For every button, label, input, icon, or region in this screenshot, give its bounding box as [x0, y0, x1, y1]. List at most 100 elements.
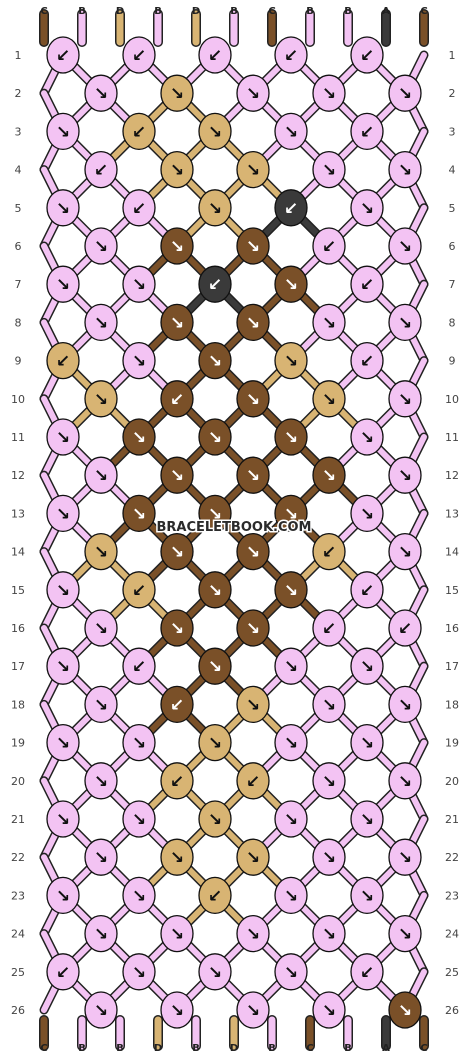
- knot-arrow-icon: ↘: [208, 199, 222, 219]
- knot-arrow-icon: ↘: [132, 886, 146, 906]
- knot-oval: [388, 532, 422, 571]
- row-number-right: 1: [449, 49, 456, 62]
- knot-oval: [350, 112, 384, 151]
- top-strand-letter: D: [192, 6, 200, 17]
- knot-arrow-icon: ↘: [132, 352, 146, 372]
- knot-arrow-icon: ↘: [284, 657, 298, 677]
- knot: ↘: [312, 303, 346, 342]
- knot: ↘: [350, 800, 384, 838]
- knot-arrow-icon: ↘: [170, 161, 184, 181]
- knot-oval: [350, 723, 384, 762]
- row-number-right: 21: [445, 813, 459, 826]
- knot: ↘: [122, 341, 156, 380]
- knot-arrow-icon: ↘: [56, 199, 70, 219]
- knot: ↙: [122, 571, 156, 609]
- knot-arrow-icon: ↘: [360, 428, 374, 448]
- knot-arrow-icon: ↘: [398, 1001, 412, 1021]
- bottom-strand-letter: D: [230, 1043, 238, 1054]
- bottom-strand-letter: A: [382, 1043, 390, 1054]
- knot-oval: [198, 418, 232, 456]
- knot: ↘: [46, 876, 80, 915]
- knot: ↘: [160, 609, 194, 647]
- row-number-right: 23: [445, 889, 459, 902]
- knot-arrow-icon: ↘: [398, 772, 412, 792]
- knot-arrow-icon: ↘: [360, 504, 374, 524]
- knot-oval: [350, 341, 384, 380]
- knot-arrow-icon: ↙: [360, 963, 374, 983]
- knot-oval: [160, 303, 194, 342]
- row-number-left: 4: [15, 164, 22, 177]
- knot: ↘: [312, 456, 346, 494]
- knot-arrow-icon: ↘: [208, 428, 222, 448]
- knot: ↘: [388, 74, 422, 112]
- knot-arrow-icon: ↘: [94, 466, 108, 486]
- top-strand-letter: B: [78, 6, 86, 17]
- knot-oval: [198, 647, 232, 685]
- knot: ↘: [160, 74, 194, 112]
- knot-arrow-icon: ↘: [94, 313, 108, 333]
- knot-arrow-icon: ↘: [284, 581, 298, 601]
- knot: ↘: [160, 914, 194, 953]
- bottom-strand-letter: B: [344, 1043, 352, 1054]
- knot-oval: [84, 914, 118, 953]
- knot-oval: [312, 762, 346, 800]
- knot-arrow-icon: ↘: [284, 810, 298, 830]
- knot-oval: [312, 150, 346, 189]
- knot-arrow-icon: ↘: [170, 925, 184, 945]
- row-number-left: 2: [15, 87, 22, 100]
- knot: ↘: [46, 265, 80, 303]
- knot-arrow-icon: ↘: [94, 925, 108, 945]
- knot: ↘: [236, 685, 270, 724]
- knot-arrow-icon: ↘: [398, 84, 412, 104]
- knot-oval: [388, 838, 422, 876]
- top-strand-letter: C: [40, 6, 47, 17]
- knot-oval: [350, 265, 384, 303]
- knot: ↙: [198, 36, 232, 74]
- knot-arrow-icon: ↘: [132, 275, 146, 295]
- knot-arrow-icon: ↙: [94, 161, 108, 181]
- knot-arrow-icon: ↘: [94, 84, 108, 104]
- knot-oval: [236, 609, 270, 647]
- knot: ↘: [46, 494, 80, 533]
- knot-arrow-icon: ↘: [246, 619, 260, 639]
- knot: ↘: [236, 303, 270, 342]
- knot: ↘: [84, 685, 118, 724]
- knot-oval: [236, 532, 270, 571]
- knot-arrow-icon: ↘: [322, 925, 336, 945]
- bottom-strand-letter: C: [40, 1043, 47, 1054]
- knot-arrow-icon: ↘: [170, 237, 184, 257]
- knot-oval: [236, 74, 270, 112]
- knot: ↙: [388, 609, 422, 647]
- row-number-left: 12: [11, 469, 25, 482]
- knot: ↘: [84, 991, 118, 1029]
- row-number-right: 17: [445, 660, 459, 673]
- knot-oval: [274, 265, 308, 303]
- knot-arrow-icon: ↙: [284, 46, 298, 66]
- knot-arrow-icon: ↘: [322, 695, 336, 715]
- knot-oval: [388, 380, 422, 418]
- knot-arrow-icon: ↙: [208, 46, 222, 66]
- knot-oval: [122, 571, 156, 609]
- knot-arrow-icon: ↘: [132, 428, 146, 448]
- row-number-left: 1: [15, 49, 22, 62]
- knot-oval: [122, 418, 156, 456]
- knot-oval: [274, 112, 308, 151]
- knot: ↘: [236, 74, 270, 112]
- knot: ↙: [350, 265, 384, 303]
- knot: ↘: [388, 838, 422, 876]
- knot-arrow-icon: ↙: [322, 237, 336, 257]
- knot-oval: [160, 609, 194, 647]
- knot: ↘: [350, 723, 384, 762]
- knot: ↘: [122, 494, 156, 533]
- bottom-strand-letter: B: [192, 1043, 200, 1054]
- knot-oval: [122, 953, 156, 991]
- row-number-right: 6: [449, 240, 456, 253]
- knot-oval: [312, 914, 346, 953]
- knot: ↘: [388, 762, 422, 800]
- knot-arrow-icon: ↘: [170, 1001, 184, 1021]
- knot: ↘: [84, 227, 118, 265]
- knot-oval: [312, 303, 346, 342]
- knot: ↘: [84, 532, 118, 571]
- knot-arrow-icon: ↘: [132, 734, 146, 754]
- row-number-right: 24: [445, 928, 459, 941]
